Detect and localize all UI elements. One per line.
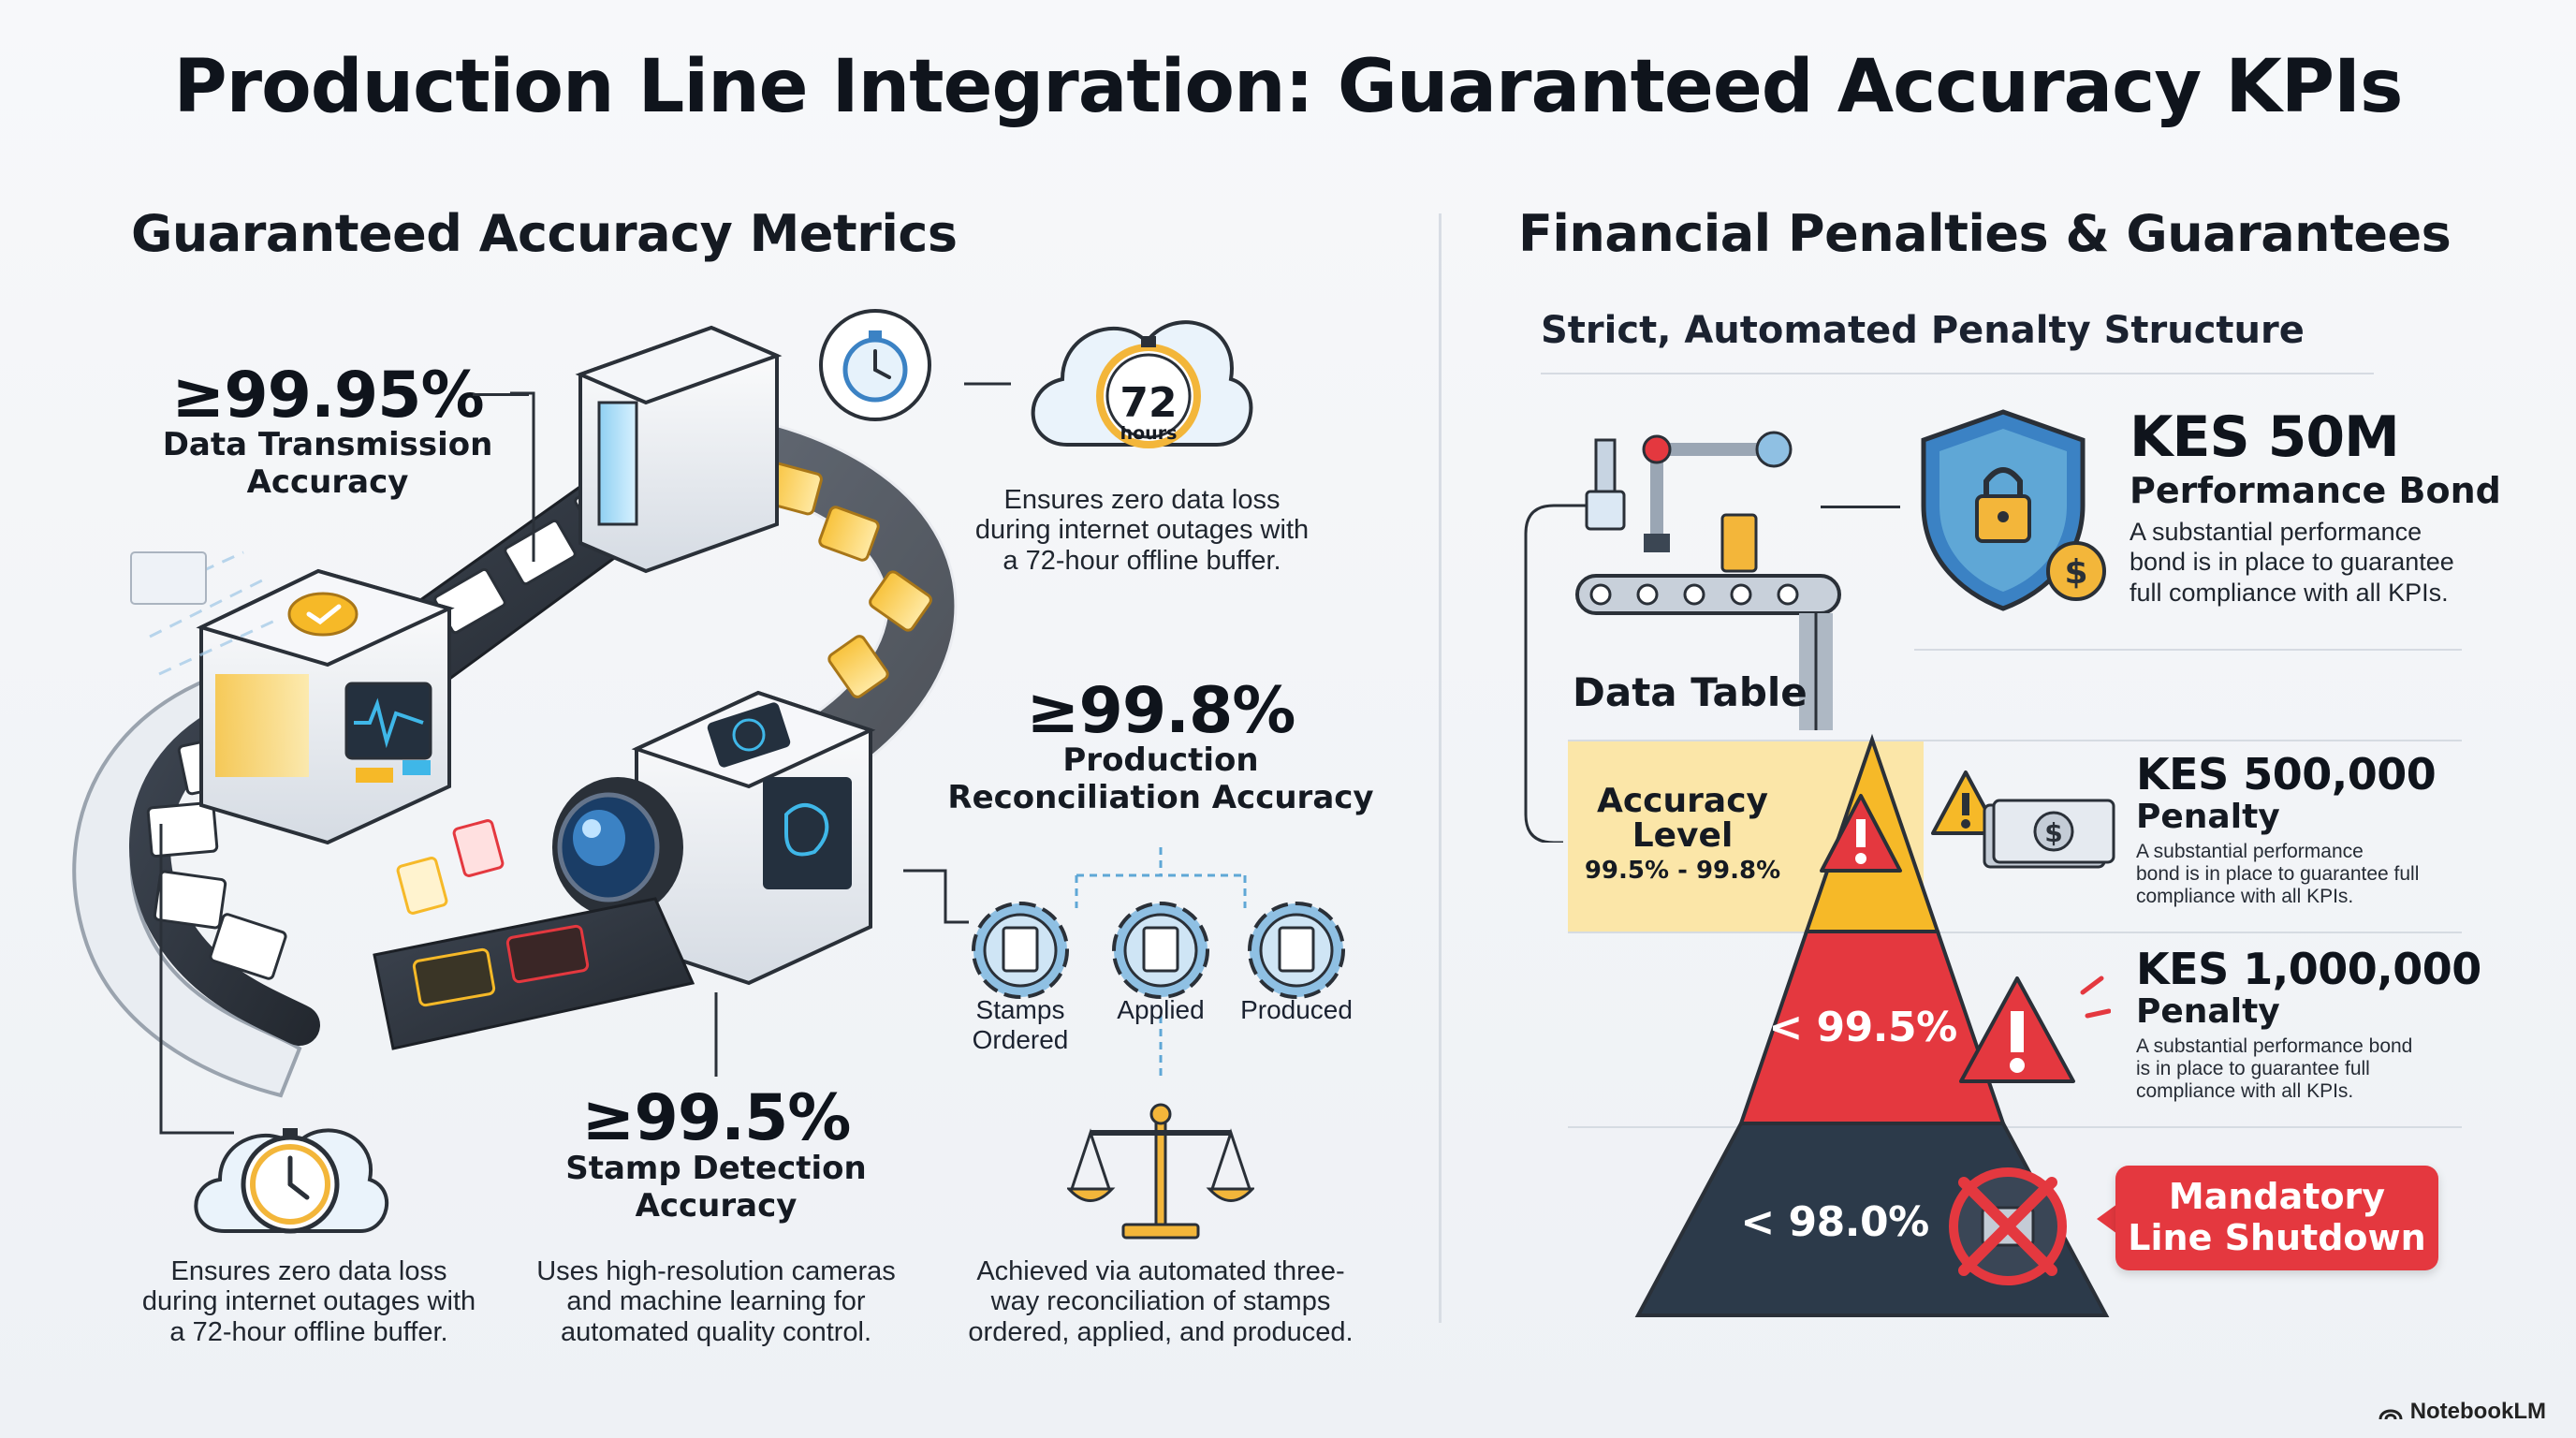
camera-box bbox=[552, 690, 876, 986]
warning-icon bbox=[1959, 976, 2111, 1083]
no-entry-icon bbox=[1949, 1167, 2067, 1285]
production-line-illustration bbox=[72, 325, 1011, 1135]
row-divider bbox=[1914, 649, 2462, 651]
left-section-heading: Guaranteed Accuracy Metrics bbox=[131, 204, 958, 263]
stamp-detection-value: ≥99.5% bbox=[581, 1081, 852, 1155]
cloud-stopwatch-icon bbox=[194, 1128, 388, 1234]
gear-icon bbox=[1248, 902, 1345, 999]
production-reconciliation-label-line2: Reconciliation Accuracy bbox=[947, 779, 1374, 816]
tier-3-range: < 98.0% bbox=[1740, 1198, 1929, 1246]
scanner-box bbox=[575, 325, 783, 574]
tier-1-penalty: KES 500,000 bbox=[2136, 749, 2437, 800]
connector-line bbox=[1821, 506, 1900, 508]
tier-1-range-line2: Level bbox=[1632, 816, 1734, 855]
brain-icon bbox=[784, 803, 829, 857]
data-transmission-label-line2: Accuracy bbox=[246, 463, 409, 501]
svg-text:$: $ bbox=[2044, 817, 2062, 848]
data-transmission-value: ≥99.95% bbox=[171, 359, 484, 433]
page-title: Production Line Integration: Guaranteed … bbox=[173, 45, 2404, 129]
subheading-underline bbox=[1541, 373, 2374, 374]
brand-text: NotebookLM bbox=[2409, 1399, 2546, 1424]
reconciliation-caption: Achieved via automated three- way reconc… bbox=[968, 1256, 1354, 1347]
offline-buffer-caption-top: Ensures zero data loss during internet o… bbox=[974, 485, 1310, 576]
gear-label-applied: Applied bbox=[1117, 995, 1205, 1024]
section-divider bbox=[1439, 213, 1442, 1323]
bond-label: Performance Bond bbox=[2130, 470, 2501, 511]
brand-watermark: NotebookLM bbox=[2378, 1399, 2546, 1425]
cameras-caption: Uses high-resolution cameras and machine… bbox=[536, 1256, 896, 1347]
stopwatch-icon bbox=[819, 309, 931, 421]
row-divider bbox=[1568, 932, 2462, 933]
data-table-label: Data Table bbox=[1573, 669, 1808, 715]
tier-2-description: A substantial performance bond is in pla… bbox=[2136, 1035, 2413, 1103]
production-reconciliation-label-line1: Production bbox=[1062, 741, 1259, 779]
data-transmission-label-line1: Data Transmission bbox=[162, 426, 493, 463]
gear-icon bbox=[1112, 902, 1209, 999]
row-divider bbox=[1568, 740, 2462, 741]
bond-value: KES 50M bbox=[2130, 404, 2400, 470]
dollar-coin-icon bbox=[2046, 541, 2106, 601]
production-reconciliation-value: ≥99.8% bbox=[1026, 674, 1296, 748]
timer-unit: hours bbox=[1120, 423, 1178, 444]
tier-2-penalty: KES 1,000,000 bbox=[2136, 944, 2481, 994]
timer-number: 72 bbox=[1120, 379, 1178, 427]
stamp-detection-label-line1: Stamp Detection bbox=[565, 1150, 867, 1187]
cloud-icon bbox=[1031, 320, 1253, 448]
tier-1-penalty-label: Penalty bbox=[2136, 798, 2280, 836]
transmission-box bbox=[196, 568, 455, 845]
scales-icon bbox=[1067, 1103, 1254, 1240]
tier-1-range: 99.5% - 99.8% bbox=[1584, 857, 1781, 885]
tier-2-penalty-label: Penalty bbox=[2136, 992, 2280, 1031]
gear-label-produced: Produced bbox=[1240, 995, 1353, 1024]
penalty-structure-subheading: Strict, Automated Penalty Structure bbox=[1541, 309, 2305, 352]
reconciliation-gears bbox=[972, 847, 1345, 1081]
warning-icon bbox=[1820, 794, 1902, 873]
row-divider bbox=[1568, 1126, 2462, 1128]
tier-1-description: A substantial performance bond is in pla… bbox=[2136, 841, 2420, 908]
gear-icon bbox=[972, 902, 1069, 999]
cash-icon: $ bbox=[1931, 770, 2115, 869]
offline-buffer-caption-bottom: Ensures zero data loss during internet o… bbox=[141, 1256, 476, 1347]
robot-arm-icon bbox=[1524, 431, 1841, 843]
stamp-detection-label-line2: Accuracy bbox=[635, 1187, 798, 1225]
mandatory-shutdown-badge: Mandatory Line Shutdown bbox=[2115, 1166, 2438, 1270]
svg-text:$: $ bbox=[2064, 553, 2087, 592]
gear-label-stamps-ordered: Stamps Ordered bbox=[972, 995, 1069, 1055]
right-section-heading: Financial Penalties & Guarantees bbox=[1518, 204, 2452, 263]
tier-2-range: < 99.5% bbox=[1768, 1004, 1957, 1051]
bond-description: A substantial performance bond is in pla… bbox=[2130, 518, 2454, 607]
tier-1-range-line1: Accuracy bbox=[1596, 782, 1769, 820]
connector-line bbox=[473, 393, 529, 396]
shutdown-pointer bbox=[2097, 1204, 2117, 1234]
notebooklm-logo-icon bbox=[2378, 1409, 2403, 1420]
shield-lock-icon: $ bbox=[1921, 409, 2106, 611]
